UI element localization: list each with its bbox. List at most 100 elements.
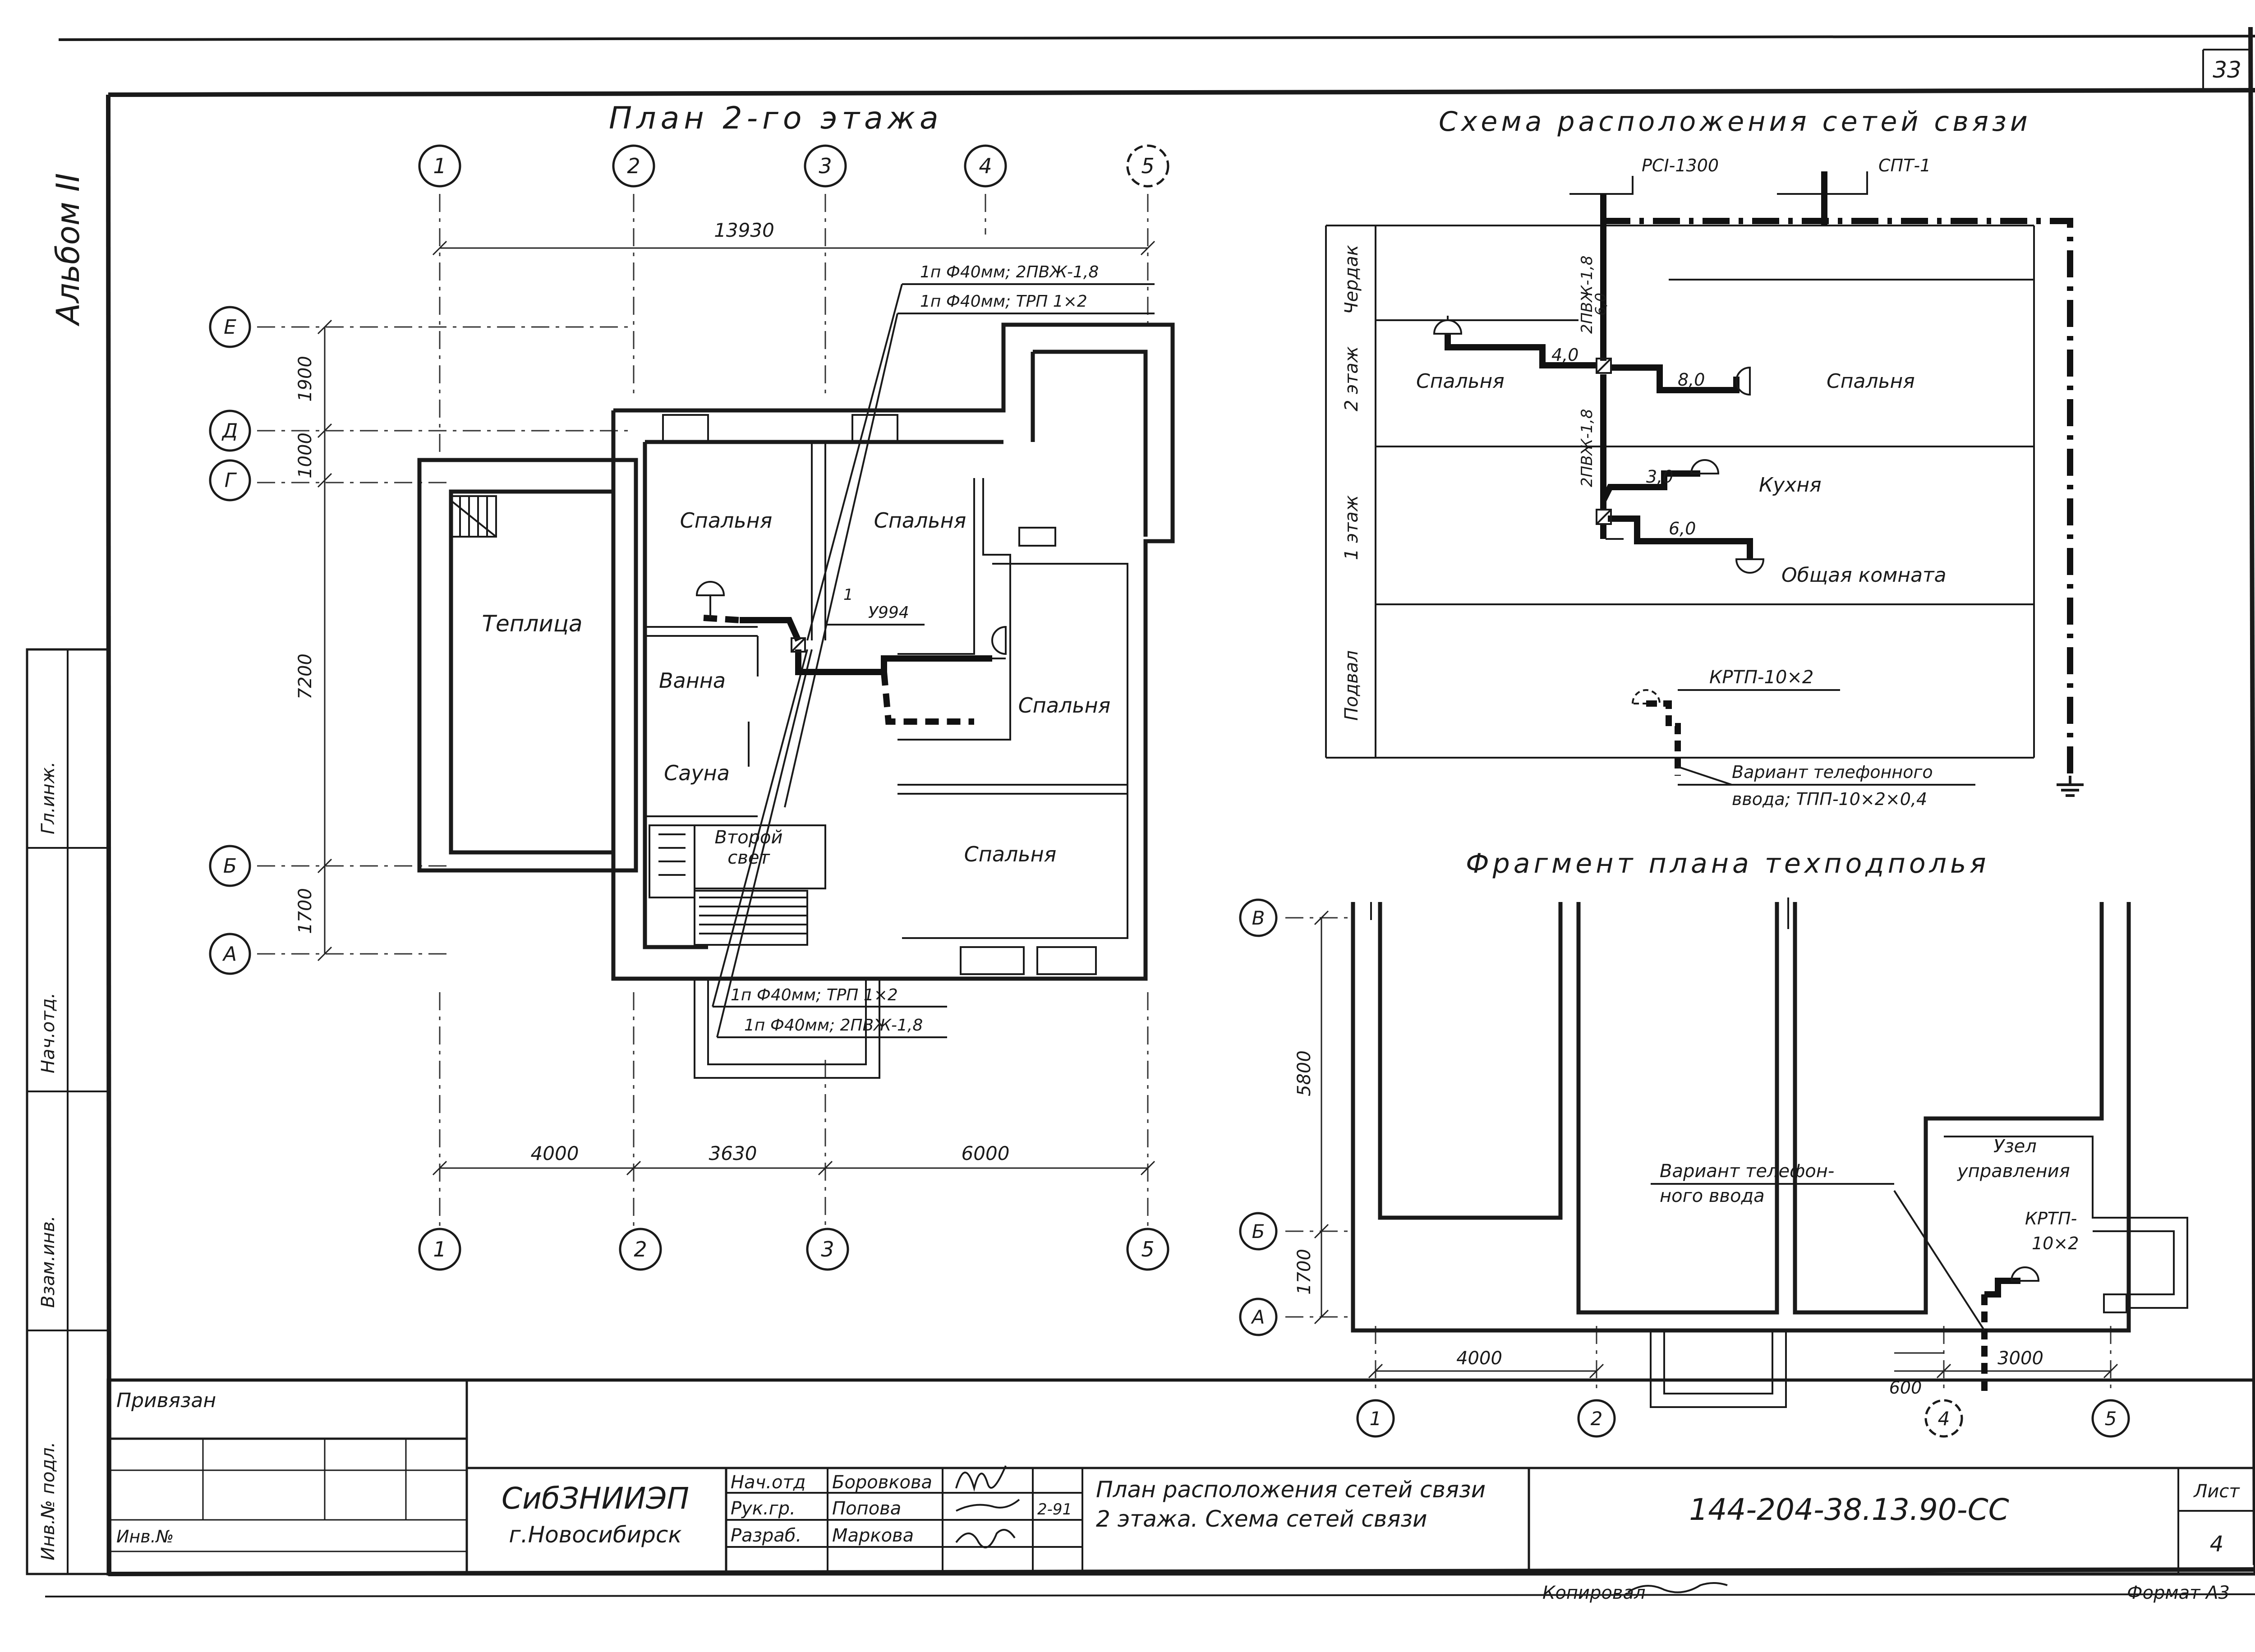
stamp-privyazan: Привязан (116, 1389, 216, 1412)
fragment-krtp-wiring (1893, 1190, 2040, 1394)
stamp-name-1: Боровкова (832, 1472, 932, 1493)
scheme-spalnya-left: Спальня (1416, 370, 1505, 393)
level-2: 2 этаж (1341, 346, 1362, 411)
scheme-variant-1: Вариант телефонного (1732, 762, 1933, 782)
plan2-cable-leaders (712, 284, 903, 1038)
scheme-val-6-0: 6,0 (1669, 519, 1696, 538)
fragment-axis-1: 1 (1370, 1408, 1382, 1430)
plan2-leader-1: 1 (843, 586, 853, 604)
scheme-val-3-0: 3,0 (1646, 467, 1673, 487)
fragment-axis-B: Б (1252, 1220, 1265, 1242)
fragment-axes-left (1239, 898, 1278, 1336)
plan2-axis-left-D: Д (221, 419, 238, 442)
side-stamp-inv-podl: Инв.№ подл. (38, 1442, 59, 1560)
plan2-axis-bottom-2: 2 (634, 1237, 647, 1261)
plan2-axis-top-2: 2 (627, 154, 640, 178)
scheme-val-6-0b: 6,0 (1592, 293, 1609, 316)
room-spalnya-1: Спальня (680, 508, 773, 533)
plan2-axis-left-A: А (222, 943, 237, 966)
fragment-axes-bottom (1356, 1399, 2130, 1438)
stamp-name-3: Маркова (832, 1525, 914, 1546)
plan2-axis-lines (257, 194, 1149, 1227)
title-block-grid (106, 1378, 2255, 1576)
scheme-spt: СПТ-1 (1878, 156, 1931, 175)
variant-leader (1677, 766, 1732, 786)
stamp-name-2: Попова (832, 1498, 901, 1519)
scheme-spalnya-right: Спальня (1827, 370, 1915, 393)
plan2-axis-top-3: 3 (819, 154, 832, 178)
fragment-variant-2: ного ввода (1660, 1186, 1765, 1206)
stamp-list-num: 4 (2210, 1532, 2224, 1557)
plan2-dim-left-1: 1900 (295, 356, 316, 402)
scheme-title: Схема расположения сетей связи (1439, 106, 2031, 138)
plan2-axis-top-4: 4 (979, 154, 992, 178)
antenna-icon (1777, 171, 1868, 225)
fragment-axis-2: 2 (1591, 1408, 1603, 1430)
stamp-role-1: Нач.отд (731, 1472, 805, 1493)
stairs-greenhouse (450, 495, 497, 538)
side-stamp: Инв.№ подл. Взам.инв. Нач.отд. Гл.инж. (26, 648, 110, 1575)
fragment-dim-left-2: 1700 (1294, 1249, 1315, 1295)
room-vtoroy: Второй (714, 827, 782, 848)
fragment-axis-A: А (1251, 1306, 1265, 1328)
stamp-title-2: 2 этажа. Схема сетей связи (1096, 1506, 1427, 1532)
side-stamp-nach-otd: Нач.отд. (38, 993, 59, 1073)
sheet-corner-number: 33 (2213, 57, 2241, 83)
fragment-dimension-lines (1314, 910, 2118, 1379)
fragment-walls (1351, 897, 2188, 1408)
fragment-uzel-1: Узел (1993, 1136, 2037, 1157)
socket-icon (695, 581, 725, 618)
plan2-wiring (703, 615, 992, 725)
fragment-krtp-1: КРТП- (2025, 1209, 2077, 1229)
plan2-title: План 2-го этажа (609, 101, 943, 136)
fragment-krtp-2: 10×2 (2032, 1233, 2079, 1253)
scheme-obshaya: Общая комната (1781, 564, 1947, 587)
plan2-axis-left-E: Е (224, 316, 236, 339)
plan2-cable-top-1: 1п Ф40мм; 2ПВЖ-1,8 (920, 263, 1099, 281)
scheme-val-8-0: 8,0 (1678, 370, 1705, 390)
fragment-axis-V: В (1252, 907, 1265, 929)
scheme-rsi: РСI-1300 (1642, 156, 1719, 175)
plan2-axis-top-5: 5 (1141, 154, 1154, 178)
room-spalnya-3: Спальня (1018, 693, 1111, 718)
kopiroval-signature (1627, 1582, 1728, 1593)
stamp-role-3: Разраб. (731, 1525, 801, 1546)
plan2-cable-bot-1: 1п Ф40мм; ТРП 1×2 (731, 986, 898, 1004)
stamp-kopiroval: Копировал (1542, 1583, 1646, 1603)
fragment-axis-5: 5 (2105, 1408, 2117, 1430)
plan2-dim-bottom-2: 3630 (709, 1142, 757, 1164)
level-podval: Подвал (1341, 650, 1362, 721)
plan2-dim-left-4: 1700 (295, 888, 316, 934)
krtp-icon (1631, 689, 1681, 776)
stamp-date: 2-91 (1037, 1500, 1072, 1519)
plan2-axis-left-B: Б (223, 855, 237, 878)
plan2-walls (417, 322, 1175, 1079)
plan2-axes-left (209, 306, 251, 975)
plan2-axis-bottom-5: 5 (1141, 1237, 1154, 1261)
stamp-title-1: План расположения сетей связи (1096, 1477, 1486, 1503)
room-spalnya-2: Спальня (874, 508, 966, 533)
scheme-val-4-0: 4,0 (1551, 345, 1578, 365)
room-vanna: Ванна (659, 668, 726, 693)
plan2-cable-bot-2: 1п Ф40мм; 2ПВЖ-1,8 (744, 1016, 923, 1035)
socket-icon (991, 626, 1007, 659)
plan2-axis-left-G: Г (225, 469, 237, 492)
level-cherdak: Чердак (1341, 245, 1362, 314)
scheme-variant-2: ввода; ТПП-10×2×0,4 (1732, 789, 1927, 809)
signature-marks (955, 1465, 1020, 1549)
fragment-uzel-2: управления (1957, 1161, 2070, 1182)
plan2-axis-bottom-1: 1 (433, 1237, 446, 1261)
level-1: 1 этаж (1341, 495, 1362, 560)
scheme-vert-2: 2ПВЖ-1,8 (1578, 409, 1596, 488)
plan2-dimension-lines (317, 240, 1155, 1176)
side-stamp-gl-inzh: Гл.инж. (38, 762, 59, 834)
plan2-axis-top-1: 1 (433, 154, 446, 178)
stamp-role-2: Рук.гр. (731, 1498, 796, 1519)
plan2-box-label: У994 (868, 603, 909, 622)
plan2-axes-top (418, 144, 1169, 188)
stairs-lower (649, 824, 808, 946)
junction-box-icon (1596, 358, 1612, 374)
fragment-title: Фрагмент плана техподполья (1466, 848, 1989, 879)
plan2-dim-bottom-3: 6000 (962, 1142, 1010, 1164)
